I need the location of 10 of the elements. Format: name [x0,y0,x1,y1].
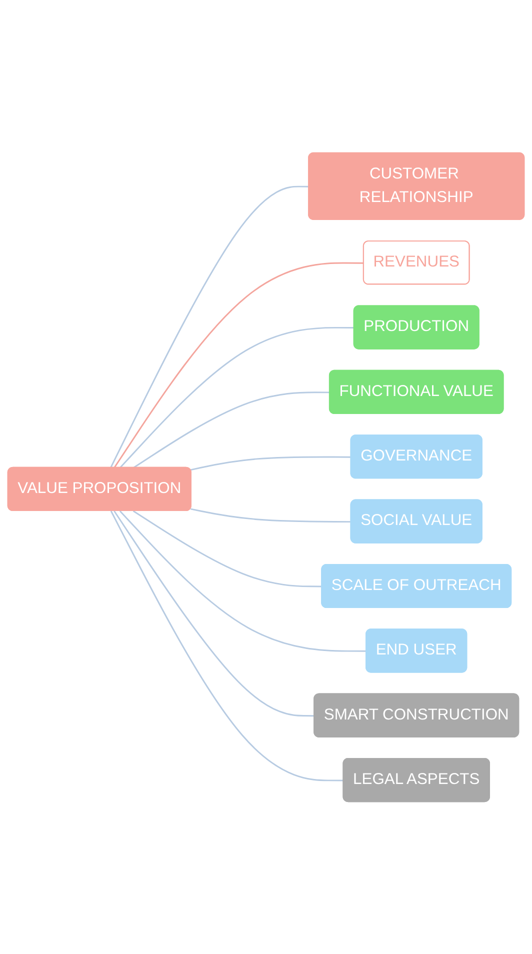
connector [110,186,310,468]
connector [190,508,352,522]
connector [190,456,352,470]
connector [132,510,322,587]
connector [119,510,367,652]
connector [119,326,354,468]
connector [114,510,315,716]
connector [114,262,364,468]
connector [132,391,330,468]
connector [110,510,344,782]
